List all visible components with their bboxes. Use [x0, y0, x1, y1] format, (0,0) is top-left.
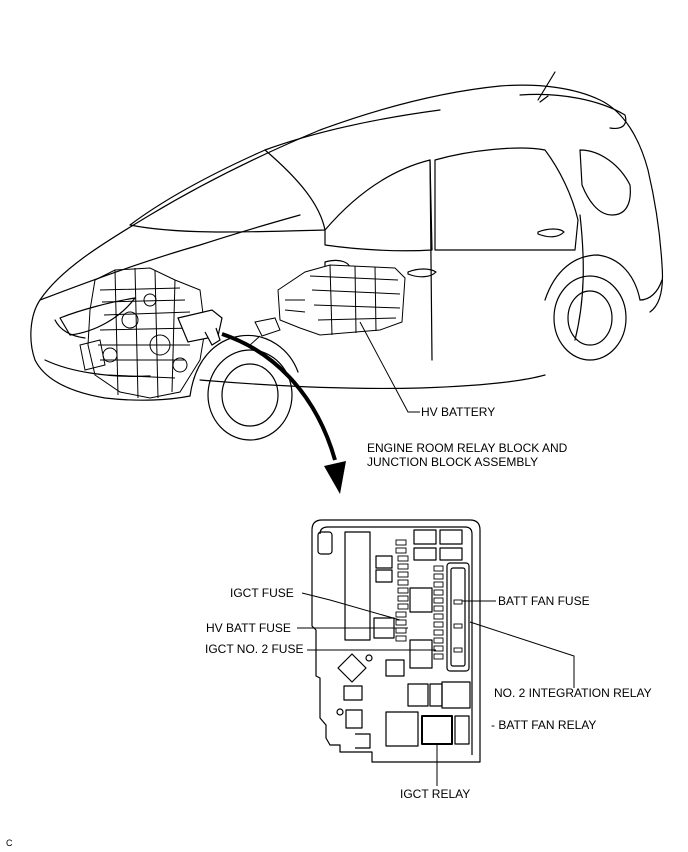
leader-lines: [297, 592, 575, 786]
hv-batt-fuse-label: HV BATT FUSE: [206, 621, 291, 635]
engine-assembly: [79, 267, 206, 399]
hv-battery-label: HV BATTERY: [421, 405, 496, 419]
relay-block-title-line2: JUNCTION BLOCK ASSEMBLY: [367, 455, 539, 469]
fuse-rows: [395, 539, 463, 660]
batt-fan-relay-label: - BATT FAN RELAY: [491, 718, 597, 732]
vehicle-outline: [30, 71, 664, 441]
igct-relay-label: IGCT RELAY: [400, 787, 471, 801]
igct-fuse-label: IGCT FUSE: [230, 586, 294, 600]
hv-battery-leader: [359, 321, 420, 413]
hv-battery-drawing: [249, 264, 406, 351]
relay-block-title-line1: ENGINE ROOM RELAY BLOCK AND: [367, 441, 568, 455]
corner-mark: C: [6, 838, 13, 848]
batt-fan-fuse-label: BATT FAN FUSE: [498, 594, 590, 608]
location-arrow: [221, 332, 346, 494]
relay-block-in-vehicle: [177, 309, 223, 346]
no2-integration-relay-label: NO. 2 INTEGRATION RELAY: [494, 686, 652, 700]
igct-no2-fuse-label: IGCT NO. 2 FUSE: [205, 642, 304, 656]
